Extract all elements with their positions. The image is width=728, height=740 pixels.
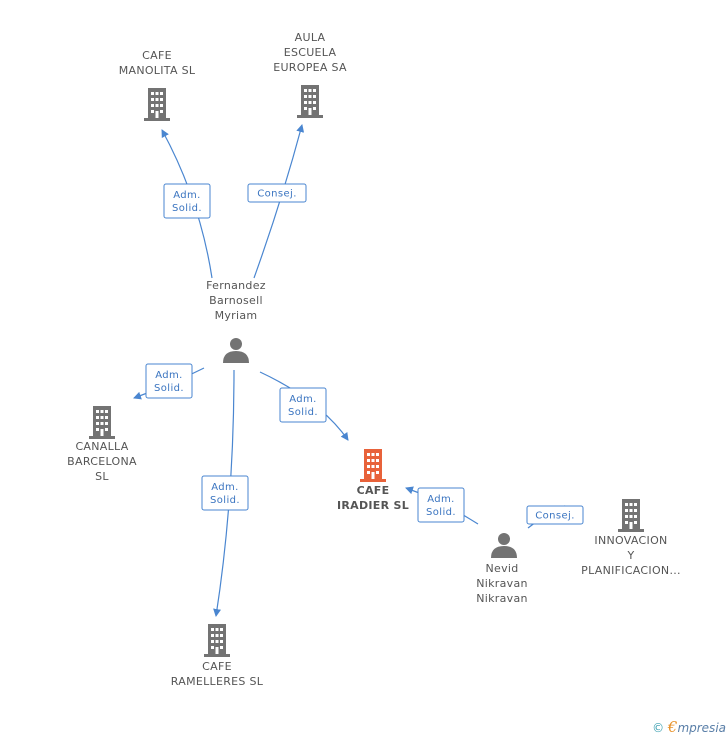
person-icon[interactable] [491, 533, 517, 558]
node-label-line: INNOVACION [594, 534, 667, 547]
edge-label-text: Adm. [427, 494, 455, 505]
edge-label-box[interactable] [417, 487, 465, 523]
node-cafe-ramelleres[interactable]: CAFE RAMELLERES SL [171, 624, 264, 688]
edge-fernandez-to-cafe_iradier: Adm. Solid. [259, 371, 349, 441]
person-icon[interactable] [223, 338, 249, 363]
building-icon[interactable] [618, 499, 644, 532]
edges-layer: Adm.Solid.Consej.Adm.Solid.Adm.Solid.Adm… [133, 124, 584, 617]
node-label-line: Nikravan [476, 592, 528, 605]
building-icon[interactable] [297, 85, 323, 118]
edge-fernandez-to-aula_escuela: Consej. [247, 124, 307, 279]
node-label-line: Nikravan [476, 577, 528, 590]
node-label-line: CANALLA [75, 440, 128, 453]
node-cafe-manolita[interactable]: CAFE MANOLITA SL [119, 49, 196, 121]
brand-logo-e: € [667, 718, 678, 736]
copyright-symbol: © [652, 721, 665, 735]
brand-logo-text: mpresia [677, 721, 726, 735]
edge-fernandez-to-cafe_ramelleres: Adm. Solid. [201, 369, 249, 617]
node-cafe-iradier[interactable]: CAFE IRADIER SL [337, 449, 409, 512]
building-icon[interactable] [144, 88, 170, 121]
edge-label-text: Adm. [173, 190, 201, 201]
node-innovacion[interactable]: INNOVACION Y PLANIFICACION... [581, 499, 681, 577]
nodes-layer: CAFE MANOLITA SL AULA ESCUELA EUROPEA SA Fern… [67, 31, 681, 688]
building-icon[interactable] [89, 406, 115, 439]
node-label-line: CAFE [357, 484, 390, 497]
node-label-line: Nevid [485, 562, 518, 575]
edge-label-text: Consej. [257, 189, 297, 200]
edge-label-box[interactable] [279, 387, 327, 423]
edge-nevid-to-cafe_iradier: Adm. Solid. [405, 486, 479, 525]
node-label-line: PLANIFICACION... [581, 564, 681, 577]
node-label-line: SL [95, 470, 109, 483]
node-label-line: Fernandez [206, 279, 266, 292]
edge-fernandez-to-canalla: Adm. Solid. [133, 363, 205, 400]
edge-label-text: Adm. [155, 370, 183, 381]
node-label-line: MANOLITA SL [119, 64, 196, 77]
node-label-line: Barnosell [209, 294, 263, 307]
edge-label-box[interactable] [201, 475, 249, 511]
edge-label-text: Adm. [289, 394, 317, 405]
node-label-line: CAFE [142, 49, 172, 62]
edge-label-text: Solid. [210, 495, 240, 506]
edge-label-box[interactable] [163, 183, 211, 219]
edge-label-text: Consej. [535, 511, 575, 522]
node-label-line: RAMELLERES SL [171, 675, 264, 688]
edge-label-text: Solid. [426, 507, 456, 518]
edge-label-text: Solid. [154, 383, 184, 394]
edge-label-box[interactable] [526, 505, 584, 525]
node-label-line: EUROPEA SA [273, 61, 347, 74]
edge-fernandez-to-cafe_manolita: Adm. Solid. [161, 129, 213, 279]
node-label-line: IRADIER SL [337, 499, 409, 512]
brand-watermark: © €mpresia [652, 718, 726, 736]
building-icon[interactable] [360, 449, 386, 482]
edge-label-text: Adm. [211, 482, 239, 493]
edge-label-text: Solid. [172, 203, 202, 214]
node-label-line: ESCUELA [284, 46, 337, 59]
edge-label-box[interactable] [247, 183, 307, 203]
node-label-line: Myriam [215, 309, 258, 322]
edge-label-text: Solid. [288, 407, 318, 418]
node-label-line: CAFE [202, 660, 232, 673]
edge-label-box[interactable] [145, 363, 193, 399]
edge-nevid-to-innovacion: Consej. [526, 505, 584, 529]
node-label-line: AULA [295, 31, 326, 44]
node-label-line: BARCELONA [67, 455, 137, 468]
node-label-line: Y [626, 549, 634, 562]
building-icon[interactable] [204, 624, 230, 657]
node-aula-escuela[interactable]: AULA ESCUELA EUROPEA SA [273, 31, 347, 118]
node-canalla[interactable]: CANALLA BARCELONA SL [67, 406, 137, 483]
